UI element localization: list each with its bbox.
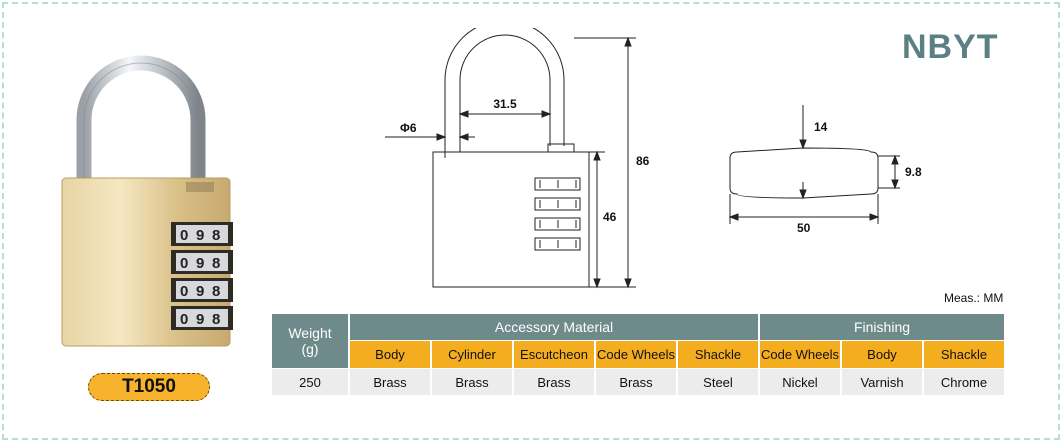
padlock-photo: 0 9 8 0 9 8 0 9 8 0 9 8 <box>61 55 233 347</box>
wheel-digit: 8 <box>212 227 220 244</box>
cylinder-material: Brass <box>432 369 512 395</box>
wheel-digit: 9 <box>196 311 204 328</box>
dim-body-height: 46 <box>603 210 617 224</box>
wheel-digit: 0 <box>180 283 188 300</box>
wheel-digit: 8 <box>212 311 220 328</box>
code-wheels-material: Brass <box>596 369 676 395</box>
col-code-wheels: Code Wheels <box>596 341 676 368</box>
shackle-finish: Chrome <box>924 369 1004 395</box>
wheel-digit: 9 <box>196 255 204 272</box>
dim-body-width: 50 <box>797 221 811 235</box>
body-material: Brass <box>350 369 430 395</box>
weight-value: 250 <box>272 369 348 395</box>
col-cylinder: Cylinder <box>432 341 512 368</box>
brand-logo: NBYT <box>902 28 999 66</box>
accessory-material-header: Accessory Material <box>350 314 758 340</box>
col-escutcheon: Escutcheon <box>514 341 594 368</box>
combination-wheels <box>171 222 233 330</box>
wheel-digit: 8 <box>212 283 220 300</box>
col-shackle: Shackle <box>678 341 758 368</box>
wheel-digit: 0 <box>180 227 188 244</box>
body-finish: Varnish <box>842 369 922 395</box>
dim-shackle-width: 31.5 <box>493 97 517 111</box>
front-dimension-drawing: 31.5 Φ6 86 46 <box>385 28 650 289</box>
col-finish-shackle: Shackle <box>924 341 1004 368</box>
shackle-material: Steel <box>678 369 758 395</box>
wheel-digit: 0 <box>180 311 188 328</box>
code-wheels-finish: Nickel <box>760 369 840 395</box>
weight-header-unit: (g) <box>301 341 319 357</box>
weight-header: Weight (g) <box>272 314 348 368</box>
col-finish-body: Body <box>842 341 922 368</box>
wheel-digit: 0 <box>180 255 188 272</box>
model-badge: T1050 <box>88 373 210 401</box>
spec-table: Weight (g) Accessory Material Finishing … <box>270 313 1006 396</box>
side-dimension-drawing: 14 9.8 50 <box>728 105 922 235</box>
finishing-header: Finishing <box>760 314 1004 340</box>
dim-shackle-diameter: Φ6 <box>400 121 417 135</box>
measurement-unit-note: Meas.: MM <box>944 291 1004 305</box>
wheel-digit: 9 <box>196 283 204 300</box>
wheel-digit: 8 <box>212 255 220 272</box>
col-finish-code-wheels: Code Wheels <box>760 341 840 368</box>
weight-header-label: Weight <box>288 325 332 341</box>
wheel-digit: 9 <box>196 227 204 244</box>
dim-total-height: 86 <box>636 154 650 168</box>
escutcheon-material: Brass <box>514 369 594 395</box>
dim-thickness: 14 <box>814 120 828 134</box>
col-body: Body <box>350 341 430 368</box>
dim-side-thickness: 9.8 <box>905 165 922 179</box>
